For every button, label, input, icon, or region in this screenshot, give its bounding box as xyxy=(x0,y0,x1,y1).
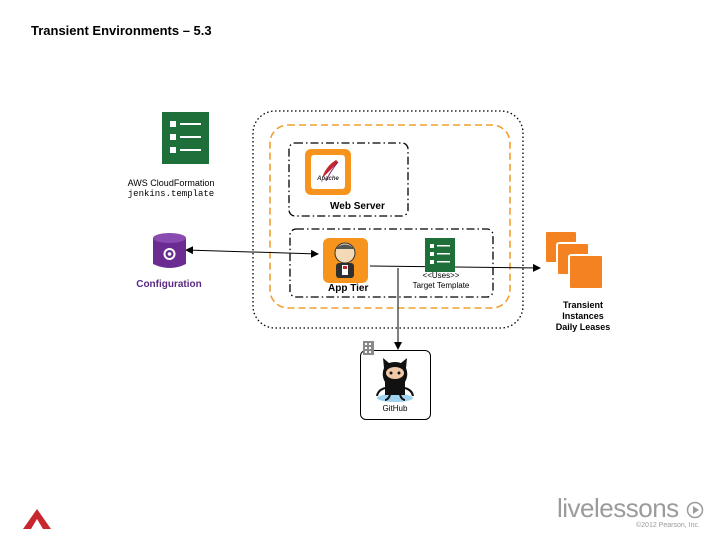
template-icon xyxy=(425,238,455,272)
transient-line-1: Transient xyxy=(562,300,603,310)
apache-icon xyxy=(305,149,351,195)
web-server-label: Web Server xyxy=(330,201,385,212)
play-icon xyxy=(686,501,704,519)
aws-name: AWS CloudFormation xyxy=(127,178,215,188)
configuration-label: Configuration xyxy=(136,279,202,290)
app-tier-box xyxy=(289,228,494,298)
transient-label: Transient Instances Daily Leases xyxy=(538,300,628,333)
uses-stereotype: <<Uses>> xyxy=(422,271,460,280)
apache-logo-text: Apache xyxy=(317,176,339,182)
app-tier-label: App Tier xyxy=(328,283,369,294)
cloudformation-icon xyxy=(162,112,209,164)
brand-live: live xyxy=(557,493,595,523)
brand-lessons: lessons xyxy=(594,493,679,523)
aws-template-file: jenkins.template xyxy=(127,189,215,199)
config-connector xyxy=(185,246,319,258)
vpc-boundary xyxy=(252,110,524,329)
livelessons-brand: livelessons xyxy=(557,494,679,522)
transient-instances-icon xyxy=(544,230,604,290)
uses-annotation: <<Uses>> Target Template xyxy=(392,271,490,291)
pearson-logo-icon xyxy=(23,509,51,529)
target-template-label: Target Template xyxy=(412,281,470,290)
transient-line-2: Instances xyxy=(562,311,604,321)
aws-cloudformation-label: AWS CloudFormation jenkins.template xyxy=(110,178,232,200)
copyright-text: ©2012 Pearson, Inc. xyxy=(636,522,700,529)
github-octocat-icon xyxy=(363,341,414,402)
github-label: GitHub xyxy=(382,404,408,413)
database-icon xyxy=(153,233,186,268)
jenkins-icon xyxy=(323,238,368,283)
web-server-box xyxy=(288,142,409,217)
transient-line-3: Daily Leases xyxy=(555,322,611,332)
availability-zone-boundary xyxy=(269,124,511,309)
slide-title: Transient Environments – 5.3 xyxy=(31,23,212,38)
